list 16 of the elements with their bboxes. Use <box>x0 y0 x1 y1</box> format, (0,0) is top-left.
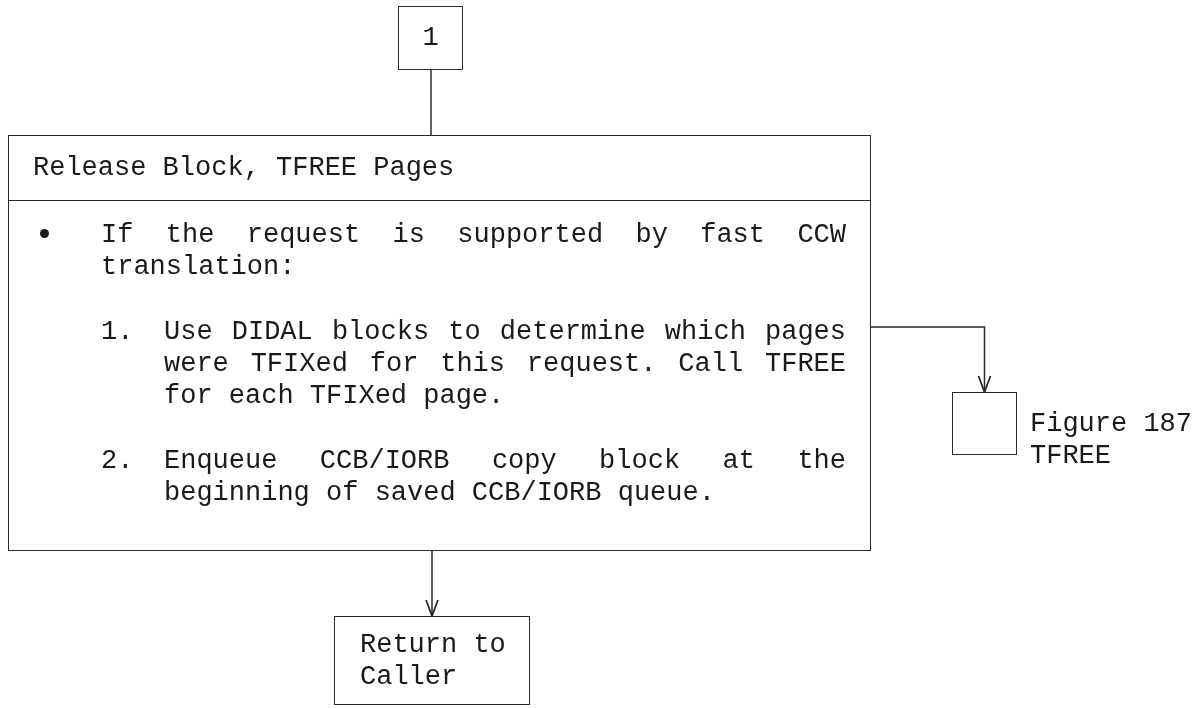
box-label: 1 <box>422 22 439 54</box>
box-heading: Release Block, TFREE Pages <box>33 153 455 183</box>
step-number: 1. <box>101 316 135 348</box>
step-text: Enqueue CCB/IORB copy block at the beginning of saved CCB/IORB queue. <box>164 445 846 509</box>
figure-reference: Figure 187 TFREE <box>1030 408 1194 472</box>
reference-box <box>952 392 1017 455</box>
process-box <box>8 135 871 551</box>
step-number: 2. <box>101 445 135 477</box>
connector-box <box>334 616 530 705</box>
step-text: Use DIDAL blocks to determine which pages were TFIXed for this request. Call TFREE for each TFIXed page. <box>164 316 846 412</box>
arrow <box>425 550 439 617</box>
arrow <box>870 326 992 393</box>
connector-line <box>430 69 432 136</box>
connector-box <box>398 6 463 70</box>
box-label: Return to Caller <box>360 629 507 693</box>
bullet-text: If the request is supported by fast CCW translation: <box>101 219 846 283</box>
